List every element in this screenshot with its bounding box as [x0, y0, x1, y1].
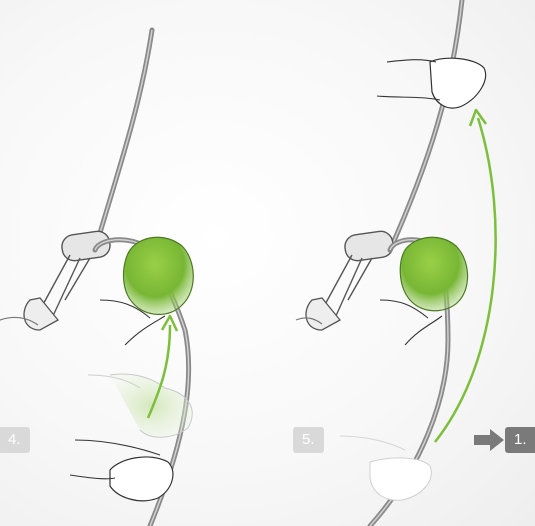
green-brake-hand: [124, 237, 194, 314]
step-5-badge: 5.: [293, 427, 324, 453]
upper-hand: [430, 58, 486, 108]
lower-hand: [110, 457, 173, 501]
arrow-right-icon: [474, 428, 504, 452]
rope-upper-right: [390, 0, 462, 250]
belay-device: [0, 230, 112, 330]
panel-step-5: [296, 0, 496, 526]
green-brake-hand-2: [400, 237, 467, 310]
belay-device-2: [296, 230, 395, 330]
rope-upper-left: [95, 30, 152, 250]
next-step-badge: 1.: [505, 427, 535, 453]
step-4-badge: 4.: [0, 427, 30, 453]
